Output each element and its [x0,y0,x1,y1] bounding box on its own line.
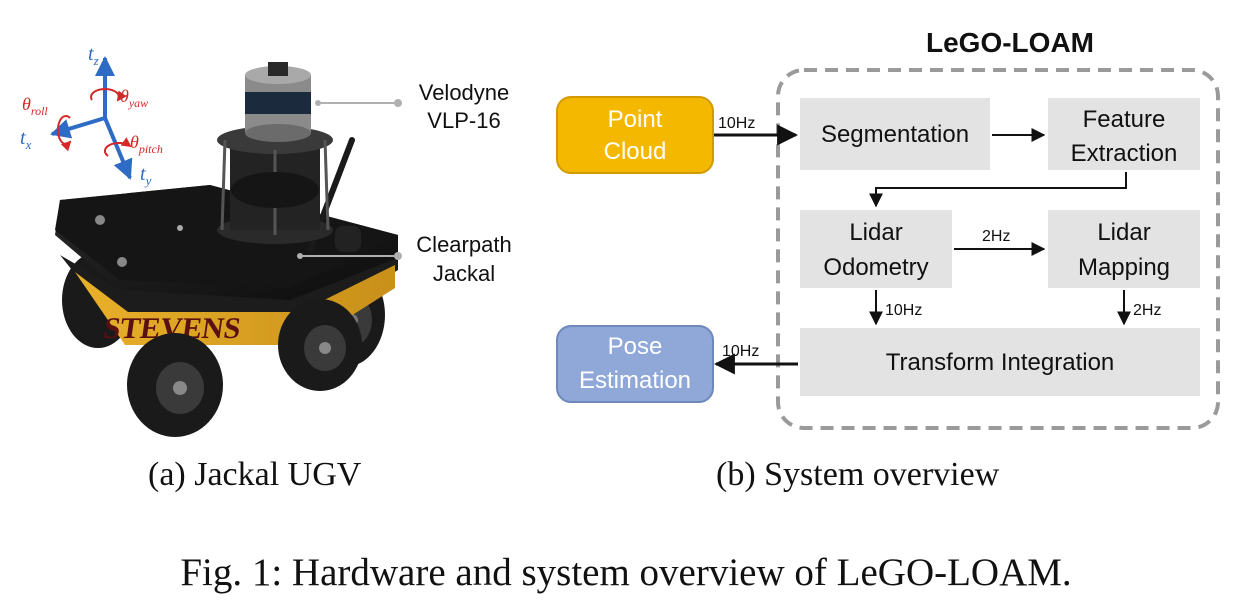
coordinate-frame: tz tx ty θroll θyaw θpitch [20,43,163,188]
arrow-feat-to-odom [869,172,1127,208]
svg-text:Extraction: Extraction [1071,140,1178,167]
roll-label: θroll [22,94,48,118]
callout-robot: Clearpath Jackal [297,232,512,286]
rate-odom-to-ti: 10Hz [885,302,922,319]
lidar-label-line1: Velodyne [419,80,510,105]
svg-text:Feature: Feature [1083,106,1166,133]
svg-text:Cloud: Cloud [604,138,667,165]
segmentation-module: Segmentation [800,98,990,170]
robot-illustration: STEVENS [55,62,398,437]
panel-b-caption: (b) System overview [716,456,1000,493]
lidar-mapping-module: Lidar Mapping [1048,210,1200,288]
transform-integration-module: Transform Integration [800,328,1200,396]
rate-output: 10Hz [722,343,759,360]
sensor-mount [217,126,333,244]
panel-a-caption: (a) Jackal UGV [148,456,362,493]
flow-arrows [713,124,1131,375]
figure-caption: Fig. 1: Hardware and system overview of … [180,551,1072,594]
svg-text:Lidar: Lidar [1097,219,1150,246]
pitch-rotation [103,137,132,157]
feature-extraction-module: Feature Extraction [1048,98,1200,170]
robot-label-line2: Jackal [433,261,495,286]
yaw-rotation [90,88,127,102]
velodyne-lidar [245,62,311,142]
svg-text:Point: Point [608,106,663,133]
rate-map-to-ti: 2Hz [1133,302,1161,319]
point-cloud-node: Point Cloud [556,96,714,174]
tz-label: tz [88,43,99,68]
pitch-label: θpitch [130,132,163,156]
lego-loam-frame [776,68,1220,430]
roll-rotation [56,115,72,152]
wheel-front-right [278,299,362,391]
tx-label: tx [20,127,32,152]
svg-text:Segmentation: Segmentation [821,121,969,148]
ty-axis [103,117,133,180]
svg-text:Transform Integration: Transform Integration [886,349,1115,376]
svg-text:Odometry: Odometry [823,254,928,281]
robot-label-line1: Clearpath [416,232,511,257]
svg-text:Pose: Pose [608,333,663,360]
callout-lidar: Velodyne VLP-16 [315,80,509,133]
wheel-front-left [127,333,223,437]
svg-text:Lidar: Lidar [849,219,902,246]
system-title: LeGO-LOAM [926,27,1094,58]
lidar-label-line2: VLP-16 [427,108,500,133]
pose-estimation-node: Pose Estimation [556,325,714,403]
svg-text:Mapping: Mapping [1078,254,1170,281]
rate-odom-to-map: 2Hz [982,228,1010,245]
yaw-label: θyaw [120,86,148,110]
tx-axis [50,116,106,139]
ty-label: ty [140,163,152,188]
svg-text:Estimation: Estimation [579,367,691,394]
rate-input: 10Hz [718,115,755,132]
lidar-odometry-module: Lidar Odometry [800,210,952,288]
